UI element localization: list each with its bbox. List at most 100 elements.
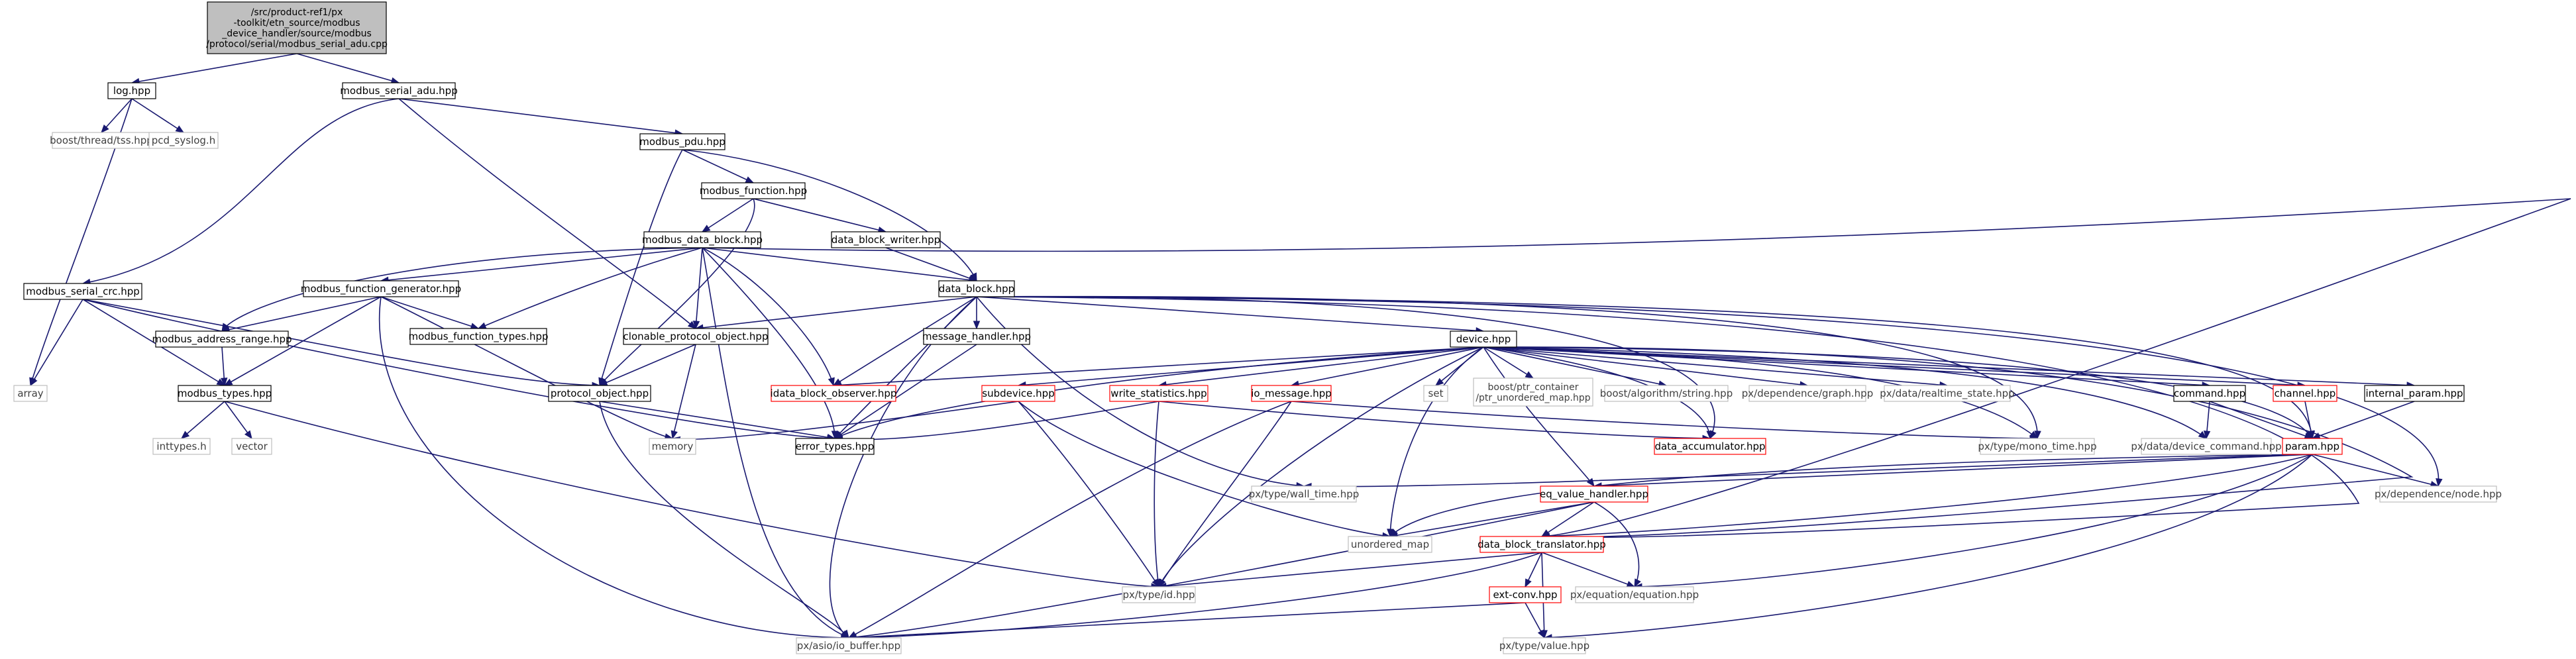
edge-db-to-msgh xyxy=(973,297,981,330)
edge-arrowhead xyxy=(671,430,678,440)
node-label: data_block.hpp xyxy=(939,283,1014,295)
edge-line xyxy=(1303,454,2313,487)
node-label: modbus_address_range.hpp xyxy=(152,333,292,346)
node-box xyxy=(2282,438,2343,455)
node-mdb[interactable]: modbus_data_block.hpp xyxy=(642,231,763,248)
node-umap: unordered_map xyxy=(1348,536,1432,553)
edge-line xyxy=(30,299,83,386)
node-chan[interactable]: channel.hpp xyxy=(2273,385,2337,402)
edge-mdb-to-fgen xyxy=(380,247,703,284)
edge-mtypes-to-vector xyxy=(224,401,252,440)
edge-line xyxy=(2312,401,2415,439)
node-dbw[interactable]: data_block_writer.hpp xyxy=(831,231,941,248)
node-errt[interactable]: error_types.hpp xyxy=(795,438,875,455)
node-box xyxy=(303,280,459,297)
node-func[interactable]: modbus_function.hpp xyxy=(700,182,807,199)
edge-device-to-subdev xyxy=(1017,346,1484,389)
node-box xyxy=(923,328,1030,345)
edge-arrowhead xyxy=(2203,431,2211,440)
edge-proto-to-iobuf xyxy=(599,401,849,639)
edge-line xyxy=(82,299,600,386)
node-fgen[interactable]: modbus_function_generator.hpp xyxy=(301,280,461,297)
node-iparam[interactable]: internal_param.hpp xyxy=(2364,385,2465,402)
edge-arrowhead xyxy=(1706,431,1713,440)
node-dacc[interactable]: data_accumulator.hpp xyxy=(1654,438,1766,455)
node-label: ext-conv.hpp xyxy=(1493,589,1557,601)
node-root[interactable]: /src/product-ref1/px-toolkit/etn_source/… xyxy=(206,1,388,54)
node-dbt[interactable]: data_block_translator.hpp xyxy=(1477,536,1606,553)
node-eqvh[interactable]: eq_value_handler.hpp xyxy=(1540,485,1648,503)
node-array: array xyxy=(13,385,48,402)
node-msgh[interactable]: message_handler.hpp xyxy=(922,328,1031,345)
edge-line xyxy=(380,296,673,439)
edge-dbw-to-db xyxy=(885,247,978,281)
node-label: log.hpp xyxy=(113,85,150,97)
node-label: px/equation/equation.hpp xyxy=(1570,589,1699,601)
node-mtypes[interactable]: modbus_types.hpp xyxy=(178,385,272,402)
edge-subdev-to-tid xyxy=(1018,401,1159,588)
node-db[interactable]: data_block.hpp xyxy=(938,280,1015,297)
edge-arrowhead xyxy=(1626,581,1636,587)
edge-adu_hpp-to-pdu xyxy=(398,98,684,136)
edge-chan-to-param xyxy=(2304,401,2314,440)
node-box xyxy=(155,330,289,348)
node-box xyxy=(1348,536,1432,553)
node-box xyxy=(831,231,941,248)
edge-line xyxy=(976,296,1484,332)
node-box xyxy=(623,328,769,345)
edge-line xyxy=(1018,401,1391,537)
edge-dbt-to-eq xyxy=(1541,552,1636,587)
edge-line xyxy=(1541,501,1595,537)
edge-line xyxy=(1291,346,1484,386)
node-box xyxy=(178,385,272,402)
edge-device-to-eqvh xyxy=(1483,346,1595,487)
edge-line xyxy=(702,247,835,439)
node-extconv[interactable]: ext-conv.hpp xyxy=(1489,586,1562,603)
node-memory: memory xyxy=(649,438,696,455)
node-label: vector xyxy=(236,440,268,452)
node-crc[interactable]: modbus_serial_crc.hpp xyxy=(23,283,142,300)
edge-line xyxy=(380,296,479,329)
edge-clone-to-memory xyxy=(671,344,696,440)
edge-device-to-tid xyxy=(1158,346,1484,588)
edge-line xyxy=(1154,401,1159,587)
edge-param-to-umap xyxy=(1389,454,2313,537)
edge-line xyxy=(398,98,683,134)
node-label: write_statistics.hpp xyxy=(1110,387,1207,400)
edge-line xyxy=(976,296,2313,439)
node-ftypes[interactable]: modbus_function_types.hpp xyxy=(408,328,549,345)
edge-line xyxy=(380,247,703,281)
edge-arrowhead xyxy=(477,322,487,329)
node-log[interactable]: log.hpp xyxy=(107,82,156,99)
node-box xyxy=(1251,385,1332,402)
node-pdu[interactable]: modbus_pdu.hpp xyxy=(639,133,725,150)
edge-arrowhead xyxy=(2307,430,2314,440)
node-label: px/type/id.hpp xyxy=(1122,589,1195,601)
node-device[interactable]: device.hpp xyxy=(1450,330,1517,348)
edge-line xyxy=(379,296,849,638)
node-label: _device_handler/source/modbus xyxy=(221,28,372,39)
edge-db-to-clone xyxy=(694,296,977,331)
node-cmd[interactable]: command.hpp xyxy=(2173,385,2246,402)
node-addr[interactable]: modbus_address_range.hpp xyxy=(152,330,292,348)
node-label: memory xyxy=(652,440,694,452)
node-proto[interactable]: protocol_object.hpp xyxy=(548,385,651,402)
node-subdev[interactable]: subdevice.hpp xyxy=(981,385,1055,402)
node-wstat[interactable]: write_statistics.hpp xyxy=(1109,385,1208,402)
node-param[interactable]: param.hpp xyxy=(2282,438,2343,455)
node-clone[interactable]: clonable_protocol_object.hpp xyxy=(623,328,769,345)
node-iomsg[interactable]: io_message.hpp xyxy=(1251,385,1332,402)
node-box xyxy=(1884,385,2011,402)
node-adu_hpp[interactable]: modbus_serial_adu.hpp xyxy=(340,82,458,99)
node-label: px/dependence/node.hpp xyxy=(2375,488,2502,500)
node-label: px/asio/io_buffer.hpp xyxy=(797,640,900,652)
edge-clone-to-proto xyxy=(598,344,696,386)
edge-pdu-to-proto xyxy=(598,149,683,387)
dependency-edges xyxy=(29,53,2571,642)
node-idbo[interactable]: idata_block_observer.hpp xyxy=(771,385,897,402)
edge-dbt-to-extconv xyxy=(1525,552,1542,588)
edge-db-to-dacc xyxy=(976,295,1717,440)
edge-arrowhead xyxy=(973,321,981,330)
edge-line xyxy=(702,198,754,232)
edge-line xyxy=(1483,346,1808,386)
